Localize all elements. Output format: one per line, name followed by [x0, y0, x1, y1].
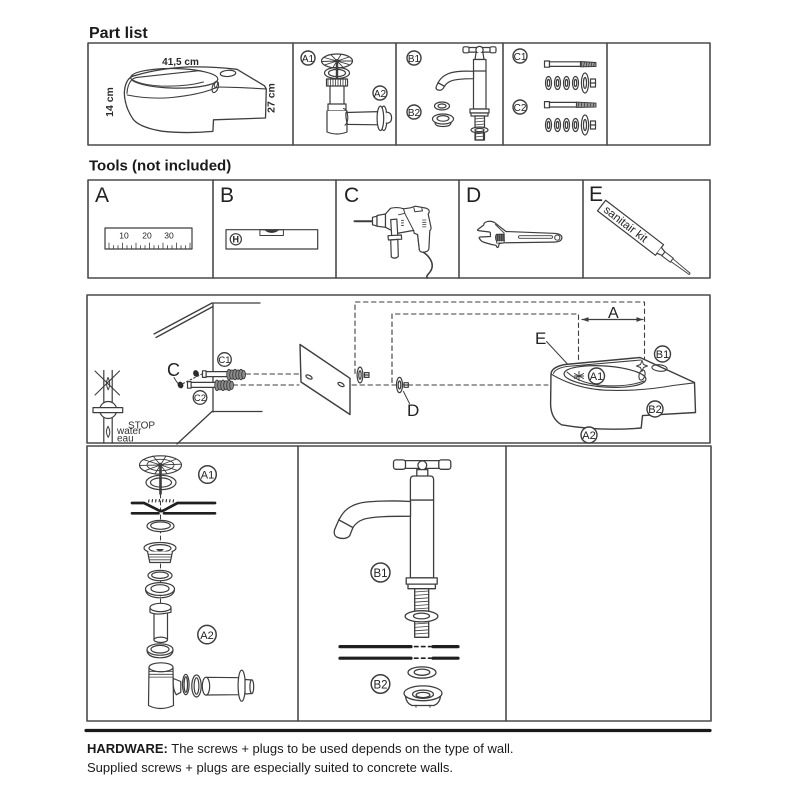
- svg-text:B1: B1: [373, 568, 387, 580]
- svg-text:C: C: [344, 184, 359, 207]
- svg-text:30: 30: [164, 231, 174, 241]
- svg-text:B1: B1: [408, 54, 421, 65]
- svg-text:C2: C2: [514, 103, 527, 114]
- svg-text:B2: B2: [648, 404, 661, 416]
- svg-text:C1: C1: [218, 355, 230, 366]
- svg-text:41,5 cm: 41,5 cm: [162, 57, 199, 68]
- svg-text:D: D: [407, 401, 419, 420]
- svg-text:Part list: Part list: [89, 25, 148, 42]
- svg-text:B2: B2: [373, 679, 387, 691]
- svg-text:HARDWARE: The screws + plugs t: HARDWARE: The screws + plugs to be used …: [87, 741, 513, 756]
- svg-text:sanitair kit: sanitair kit: [601, 204, 650, 246]
- svg-text:A2: A2: [582, 430, 595, 442]
- svg-text:eau: eau: [117, 433, 134, 444]
- svg-text:Supplied screws + plugs are es: Supplied screws + plugs are especially s…: [87, 760, 453, 775]
- svg-text:10: 10: [119, 231, 129, 241]
- svg-text:E: E: [535, 329, 546, 348]
- svg-text:B: B: [220, 184, 234, 207]
- svg-text:A: A: [608, 305, 619, 322]
- svg-text:B1: B1: [656, 349, 669, 361]
- svg-text:H: H: [233, 235, 240, 245]
- svg-text:20: 20: [142, 231, 152, 241]
- svg-text:A1: A1: [590, 371, 603, 383]
- svg-text:B2: B2: [408, 108, 421, 119]
- svg-text:C: C: [167, 360, 180, 380]
- svg-text:14 cm: 14 cm: [104, 87, 116, 117]
- svg-text:A1: A1: [302, 54, 315, 65]
- svg-text:A2: A2: [374, 89, 387, 100]
- svg-text:E: E: [589, 183, 603, 206]
- svg-text:STOP: STOP: [128, 420, 155, 431]
- svg-text:Tools (not included): Tools (not included): [89, 158, 231, 175]
- svg-text:A: A: [95, 184, 109, 207]
- svg-text:C2: C2: [194, 393, 206, 404]
- svg-text:A2: A2: [200, 630, 213, 642]
- svg-text:27 cm: 27 cm: [266, 83, 278, 113]
- svg-text:A1: A1: [201, 470, 214, 482]
- svg-text:water: water: [116, 426, 142, 437]
- svg-text:C1: C1: [514, 52, 527, 63]
- svg-text:D: D: [466, 184, 481, 207]
